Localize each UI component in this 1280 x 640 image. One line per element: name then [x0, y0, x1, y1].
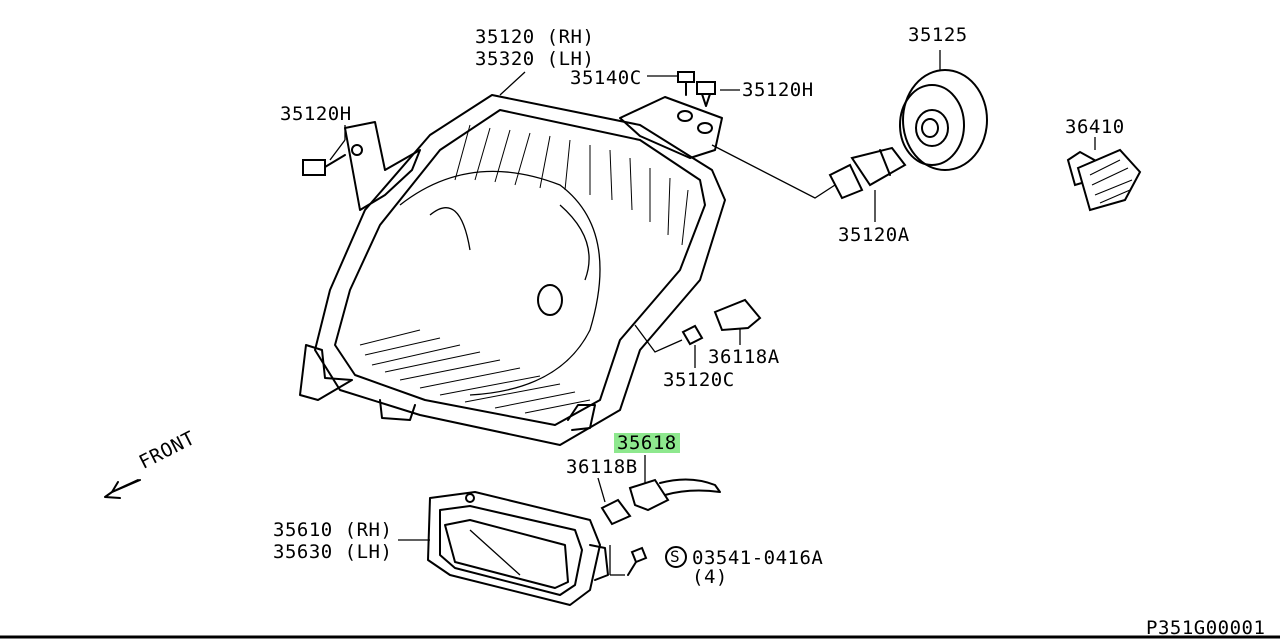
clip-35120h-left	[302, 154, 346, 176]
label-bulb-main: 35120A	[838, 224, 910, 246]
bolt-35140c	[677, 71, 695, 96]
label-socket-harness: 35618	[614, 433, 680, 453]
bulb-36118b	[600, 498, 632, 526]
label-socket-a: 36118A	[708, 346, 780, 368]
bulb-35120a	[828, 146, 907, 200]
clip-35120h-top	[696, 81, 716, 107]
label-screw-qty: (4)	[692, 566, 728, 588]
side-lamp-36410	[1066, 148, 1142, 212]
label-clip-left: 35120H	[280, 103, 352, 125]
front-arrow	[104, 479, 141, 499]
label-screw-code: 03541-0416A	[692, 547, 824, 569]
fog-lamp-assembly	[427, 491, 609, 606]
headlamp-assembly	[299, 94, 726, 446]
label-bolt: 35140C	[570, 67, 642, 89]
label-side-lamp: 36410	[1065, 116, 1125, 138]
label-screw-symbol: S	[670, 547, 681, 566]
label-bulb-small: 35120C	[663, 369, 735, 391]
cap-35125	[899, 69, 988, 171]
leader-lines	[329, 50, 1096, 576]
label-headlamp-rh: 35120 (RH)	[475, 26, 595, 48]
label-cap: 35125	[908, 24, 968, 46]
label-fog-rh: 35610 (RH)	[273, 519, 393, 541]
socket-36118a	[713, 298, 762, 332]
socket-35618	[628, 478, 721, 512]
label-clip-top: 35120H	[742, 79, 814, 101]
label-fog-lh: 35630 (LH)	[273, 541, 393, 563]
screw-03541-0416a	[627, 546, 687, 576]
bulb-35120c	[681, 324, 704, 346]
diagram-id: P351G00001	[1146, 617, 1266, 639]
label-socket-b: 36118B	[566, 456, 638, 478]
label-headlamp-lh: 35320 (LH)	[475, 48, 595, 70]
